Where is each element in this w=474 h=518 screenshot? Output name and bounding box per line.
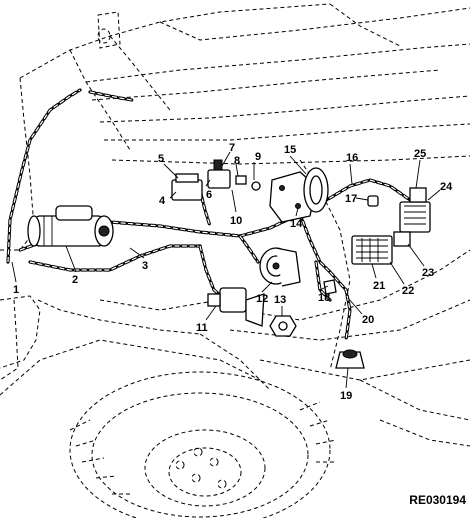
callout-21: 21 [373,280,385,292]
callout-22: 22 [402,285,414,297]
callout-12: 12 [256,293,268,305]
callout-20: 20 [362,314,374,326]
relay-module [171,173,203,201]
callout-9: 9 [255,151,261,163]
callout-10: 10 [230,215,242,227]
callout-23: 23 [422,267,434,279]
callout-15: 15 [284,144,296,156]
callout-11: 11 [196,322,208,334]
callout-4: 4 [159,195,166,207]
junction-connector [207,159,247,189]
callout-14: 14 [290,218,303,230]
callout-8: 8 [234,155,240,167]
starter-motor [27,205,114,247]
alternator [259,247,301,287]
reference-code: RE030194 [409,493,466,507]
callout-19: 19 [340,390,352,402]
callout-6: 6 [206,189,212,201]
callout-7: 7 [229,142,235,154]
fuse-block [351,235,393,265]
callout-25: 25 [414,148,426,160]
callout-2: 2 [72,274,78,286]
panel-connectors [393,187,431,247]
cab-bracket [269,167,329,223]
callout-24: 24 [440,181,453,193]
callout-1: 1 [13,284,19,296]
callout-3: 3 [142,260,148,272]
pressure-switch [207,287,265,327]
callout-labels: 1 2 3 4 5 6 7 8 9 10 11 12 13 14 15 16 1… [13,142,453,402]
callout-16: 16 [346,152,358,164]
tractor-body-outline [0,3,471,396]
tire-outline [69,371,471,518]
callout-18: 18 [318,292,330,304]
small-plugs [251,181,379,295]
temperature-sender [269,315,297,337]
callout-5: 5 [158,153,164,165]
callout-17: 17 [345,193,357,205]
ground-sender [335,349,365,369]
leader-lines [11,151,441,389]
callout-13: 13 [274,294,286,306]
